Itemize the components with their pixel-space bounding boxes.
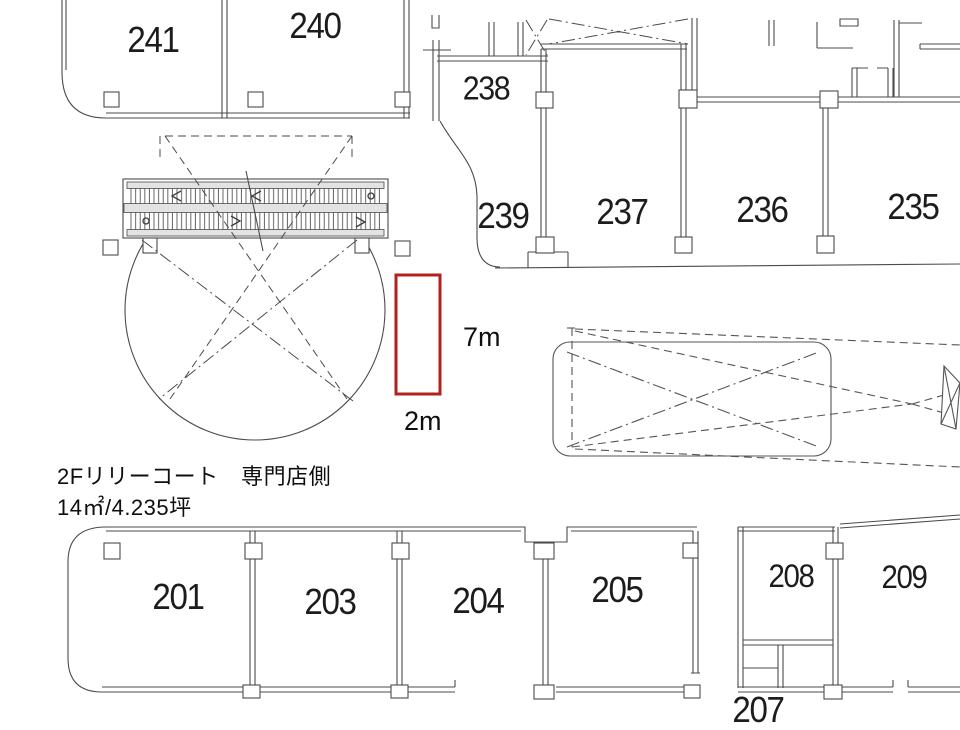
room-label-236: 236 [736,189,789,230]
lower-void-sightlines [567,327,960,468]
columns [102,89,844,700]
room-label-208: 208 [768,558,815,594]
room-label-204: 204 [452,580,505,621]
lower-void-centerlines [566,351,820,448]
section-cut-line [245,170,264,252]
unit-width-label: 2m [404,406,442,436]
area-caption: 14㎡/4.235坪 [57,495,192,520]
room-label-203: 203 [304,581,357,622]
unit-depth-label: 7m [463,322,501,352]
escalator [122,178,389,254]
room-label-235: 235 [887,186,940,227]
room-label-201: 201 [152,576,205,617]
room-label-239: 239 [477,195,530,236]
room-label-241: 241 [127,19,180,60]
floor-caption: 2Fリリーコート 専門店側 [57,464,332,489]
void-centerlines-dashdot [141,18,689,402]
room-label-238: 238 [462,69,511,107]
room-label-240: 240 [289,5,342,46]
room-label-209: 209 [881,559,928,595]
room-label-207: 207 [732,689,785,730]
room-label-237: 237 [596,191,649,232]
room-label-205: 205 [591,569,644,610]
escalator-newel-right [354,237,370,254]
escalator-direction-arrows [142,190,375,228]
highlighted-unit-outline [394,273,442,396]
lower-atrium-void [552,327,960,468]
void-projection-lines-dashed [159,135,353,400]
